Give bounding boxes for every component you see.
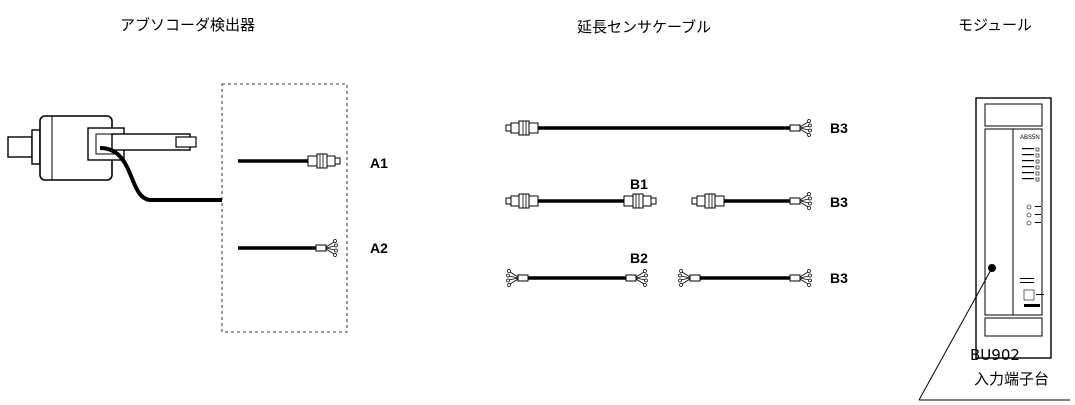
- cable-a1: [238, 153, 341, 169]
- label-b3-top: B3: [830, 120, 848, 136]
- terminal-name: 入力端子台: [974, 370, 1050, 388]
- sensor-cable-options-box: [221, 83, 348, 333]
- module-unit: [975, 97, 1052, 359]
- header-encoder: アブソコーダ検出器: [120, 16, 256, 34]
- extension-cable-b2: [506, 269, 648, 287]
- extension-cable-connector-to-fray-2: [691, 192, 812, 210]
- terminal-model: BU902: [970, 346, 1020, 364]
- header-extension-cable: 延長センサケーブル: [577, 18, 712, 36]
- label-a2: A2: [370, 240, 388, 256]
- absocoder-sensor: [7, 115, 222, 202]
- label-b3-middle: B3: [830, 194, 848, 210]
- label-a1: A1: [370, 155, 388, 171]
- cable-a2: [238, 239, 338, 257]
- label-b2: B2: [630, 250, 648, 266]
- terminal-leader-line: [918, 267, 993, 401]
- label-b1: B1: [630, 176, 648, 192]
- module-model-label: ABS5N: [1020, 135, 1040, 141]
- header-module: モジュール: [958, 16, 1032, 34]
- extension-cable-fray-to-fray: [678, 269, 812, 287]
- extension-cable-b1: [505, 193, 657, 209]
- label-b3-bottom: B3: [830, 270, 848, 286]
- extension-cable-connector-to-fray: [505, 119, 812, 137]
